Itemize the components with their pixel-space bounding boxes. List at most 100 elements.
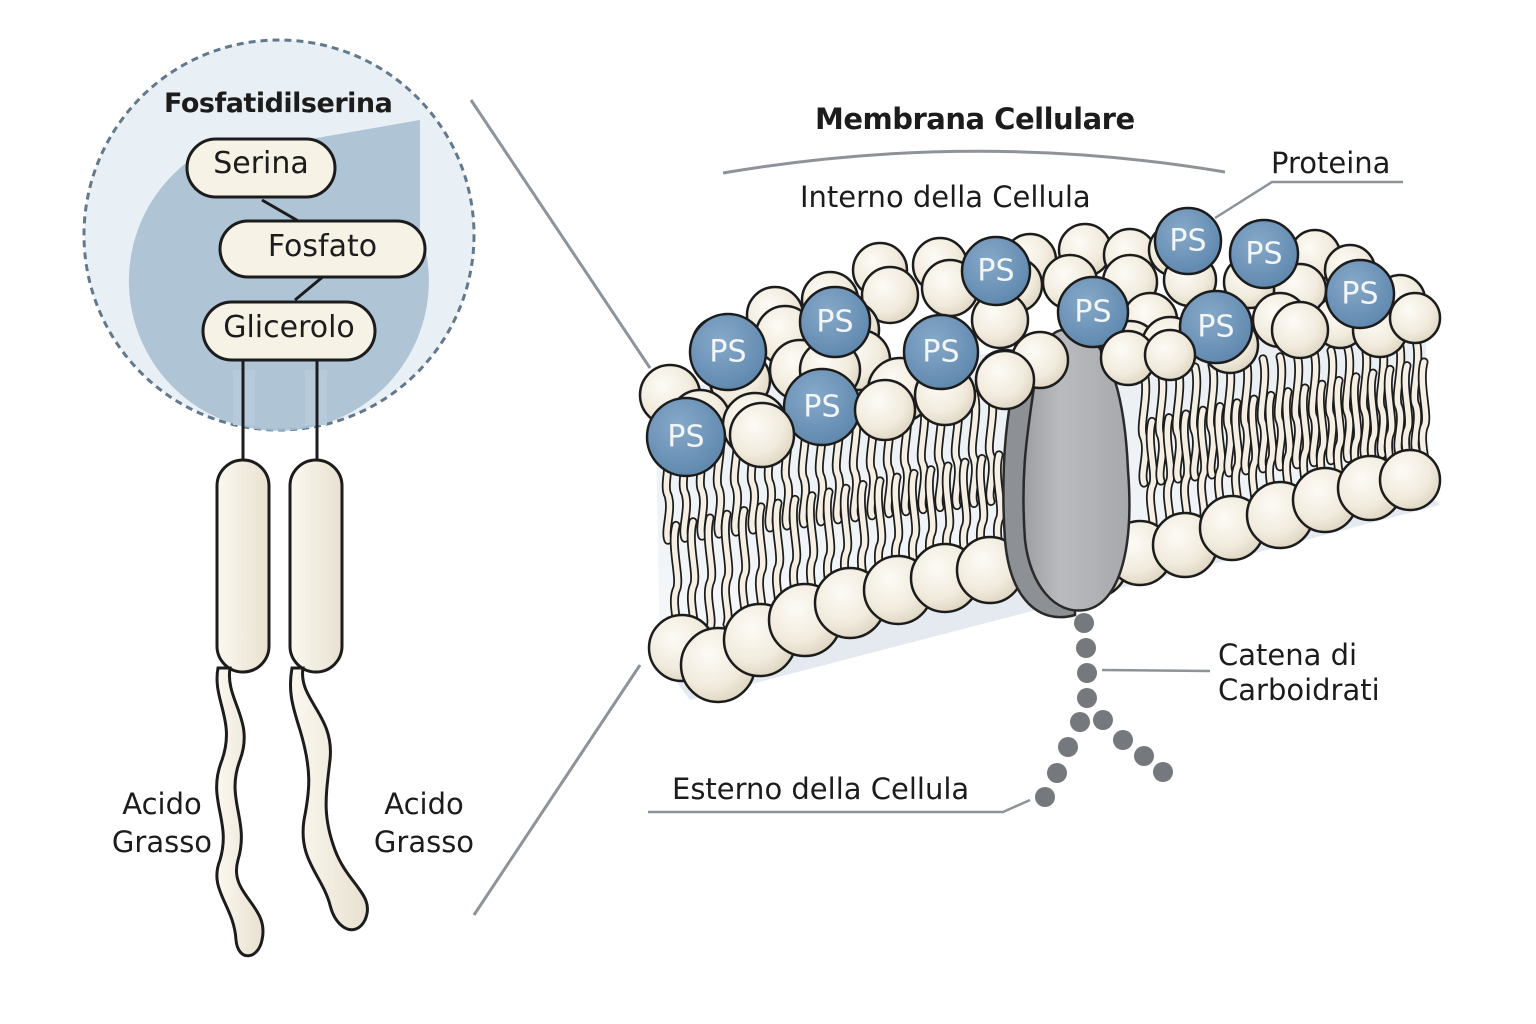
ps-head: PS [1228, 218, 1300, 290]
zoom-leader-top [469, 99, 652, 369]
serina-pill [185, 137, 337, 199]
outer-leaflet-heads [647, 448, 1442, 704]
sugar-bead [1035, 787, 1055, 807]
proteina-leader [1214, 180, 1403, 220]
lipid-tail [739, 507, 749, 624]
ps-head: PS [1153, 206, 1223, 276]
lipid-tail [1343, 345, 1353, 462]
lipid-tail [1190, 364, 1200, 480]
lipid-tail [1164, 414, 1174, 531]
ps-head: PS [1178, 289, 1254, 365]
fatty-acid-label-right: Acido Grasso [368, 785, 480, 861]
fatty-acid-label-left: Acido Grasso [106, 785, 218, 861]
fatty-acid-capsule-right [288, 458, 344, 674]
lipid-tail [1181, 411, 1191, 527]
lipid-tail [1309, 349, 1319, 466]
lipid-head [1143, 328, 1197, 382]
carbohydrate-label: Catena di Carboidrati [1218, 638, 1380, 708]
ps-head: PS [782, 367, 862, 447]
ps-head-circle [1056, 275, 1130, 349]
ps-head-label: PS [816, 305, 853, 340]
ps-head-label: PS [667, 420, 704, 455]
lipid-head [728, 401, 796, 469]
ps-head-circle [645, 396, 727, 478]
lipid-tail [1224, 360, 1234, 476]
glicerolo-label: Glicerolo [223, 310, 355, 345]
lipid-tail [850, 405, 860, 521]
lipid-head [1270, 300, 1330, 360]
zoom-leader-bottom [472, 664, 642, 916]
sugar-bead [1093, 710, 1113, 730]
sugar-bead [1074, 613, 1094, 633]
ps-head: PS [798, 285, 872, 359]
fatty-acid-label-left-line2: Grasso [111, 825, 213, 859]
lipid-tail [1411, 337, 1421, 454]
lipid-tail [1139, 370, 1149, 486]
ps-head-circle [1178, 289, 1254, 365]
ps-head-label: PS [1169, 224, 1206, 259]
lipid-tail [918, 396, 928, 513]
membrane-title: Membrana Cellulare [815, 102, 1135, 136]
ps-head-label: PS [1341, 277, 1378, 312]
fatty-acid-label-right-line1: Acido [384, 787, 464, 821]
sugar-bead [1077, 663, 1097, 683]
ps-head-label: PS [803, 390, 840, 425]
lipid-head [853, 378, 917, 442]
lipid-tail [1275, 354, 1285, 470]
ps-head-label: PS [922, 335, 959, 370]
protein-label: Proteina [1271, 146, 1391, 180]
sugar-bead [1113, 730, 1133, 750]
bond-serina-fosfato [261, 198, 301, 224]
ps-head-label: PS [1197, 310, 1234, 345]
lipid-tail [1377, 341, 1387, 458]
lipid-head [974, 349, 1036, 411]
carbohydrate-chain [1035, 613, 1173, 807]
lipid-tail [1326, 347, 1336, 464]
lipid-tail [986, 388, 996, 505]
lipid-tail [1156, 368, 1166, 484]
ps-head-circle [902, 313, 980, 391]
fatty-acid-label-left-line1: Acido [122, 787, 202, 821]
sugar-bead [1047, 763, 1067, 783]
glicerolo-pill [201, 300, 377, 362]
ps-head-circle [1324, 258, 1396, 330]
lipid-tail [969, 390, 979, 507]
lipid-tail [756, 504, 766, 620]
carbohydrate-label-line1: Catena di [1218, 638, 1358, 672]
ps-head-circle [688, 312, 768, 392]
sugar-bead [1077, 688, 1097, 708]
ps-head-circle [960, 235, 1032, 307]
fosfato-pill [218, 219, 427, 279]
ps-head: PS [902, 313, 980, 391]
sugar-bead [1070, 712, 1090, 732]
sugar-bead [1134, 746, 1154, 766]
lipid-tail [1173, 366, 1183, 482]
sugar-bead [1153, 762, 1173, 782]
outer-side-label: Esterno della Cellula [672, 772, 970, 806]
lipid-tail [1198, 407, 1208, 524]
transmembrane-protein [1002, 328, 1131, 619]
ps-head: PS [688, 312, 768, 392]
fatty-acid-tail-left [215, 666, 265, 958]
sugar-bead [1058, 737, 1078, 757]
carbohydrate-label-line2: Carboidrati [1218, 673, 1380, 707]
inner-side-label: Interno della Cellula [800, 180, 1091, 214]
ps-head-circle [1153, 206, 1223, 276]
ps-head: PS [1056, 275, 1130, 349]
ps-head-circle [798, 285, 872, 359]
lipid-tail [722, 511, 732, 628]
lipid-tail [1292, 352, 1302, 468]
carbohydrate-leader [1101, 668, 1211, 673]
title-arc [722, 149, 1226, 175]
ps-head: PS [645, 396, 727, 478]
lipid-tail [1147, 418, 1157, 535]
ps-head-label: PS [709, 335, 746, 370]
esterno-leader [648, 798, 1031, 814]
fosfato-label: Fosfato [267, 229, 378, 264]
lipid-tail [1207, 362, 1217, 478]
bond-fosfato-glicerolo [294, 273, 326, 302]
lipid-head [1388, 291, 1442, 345]
